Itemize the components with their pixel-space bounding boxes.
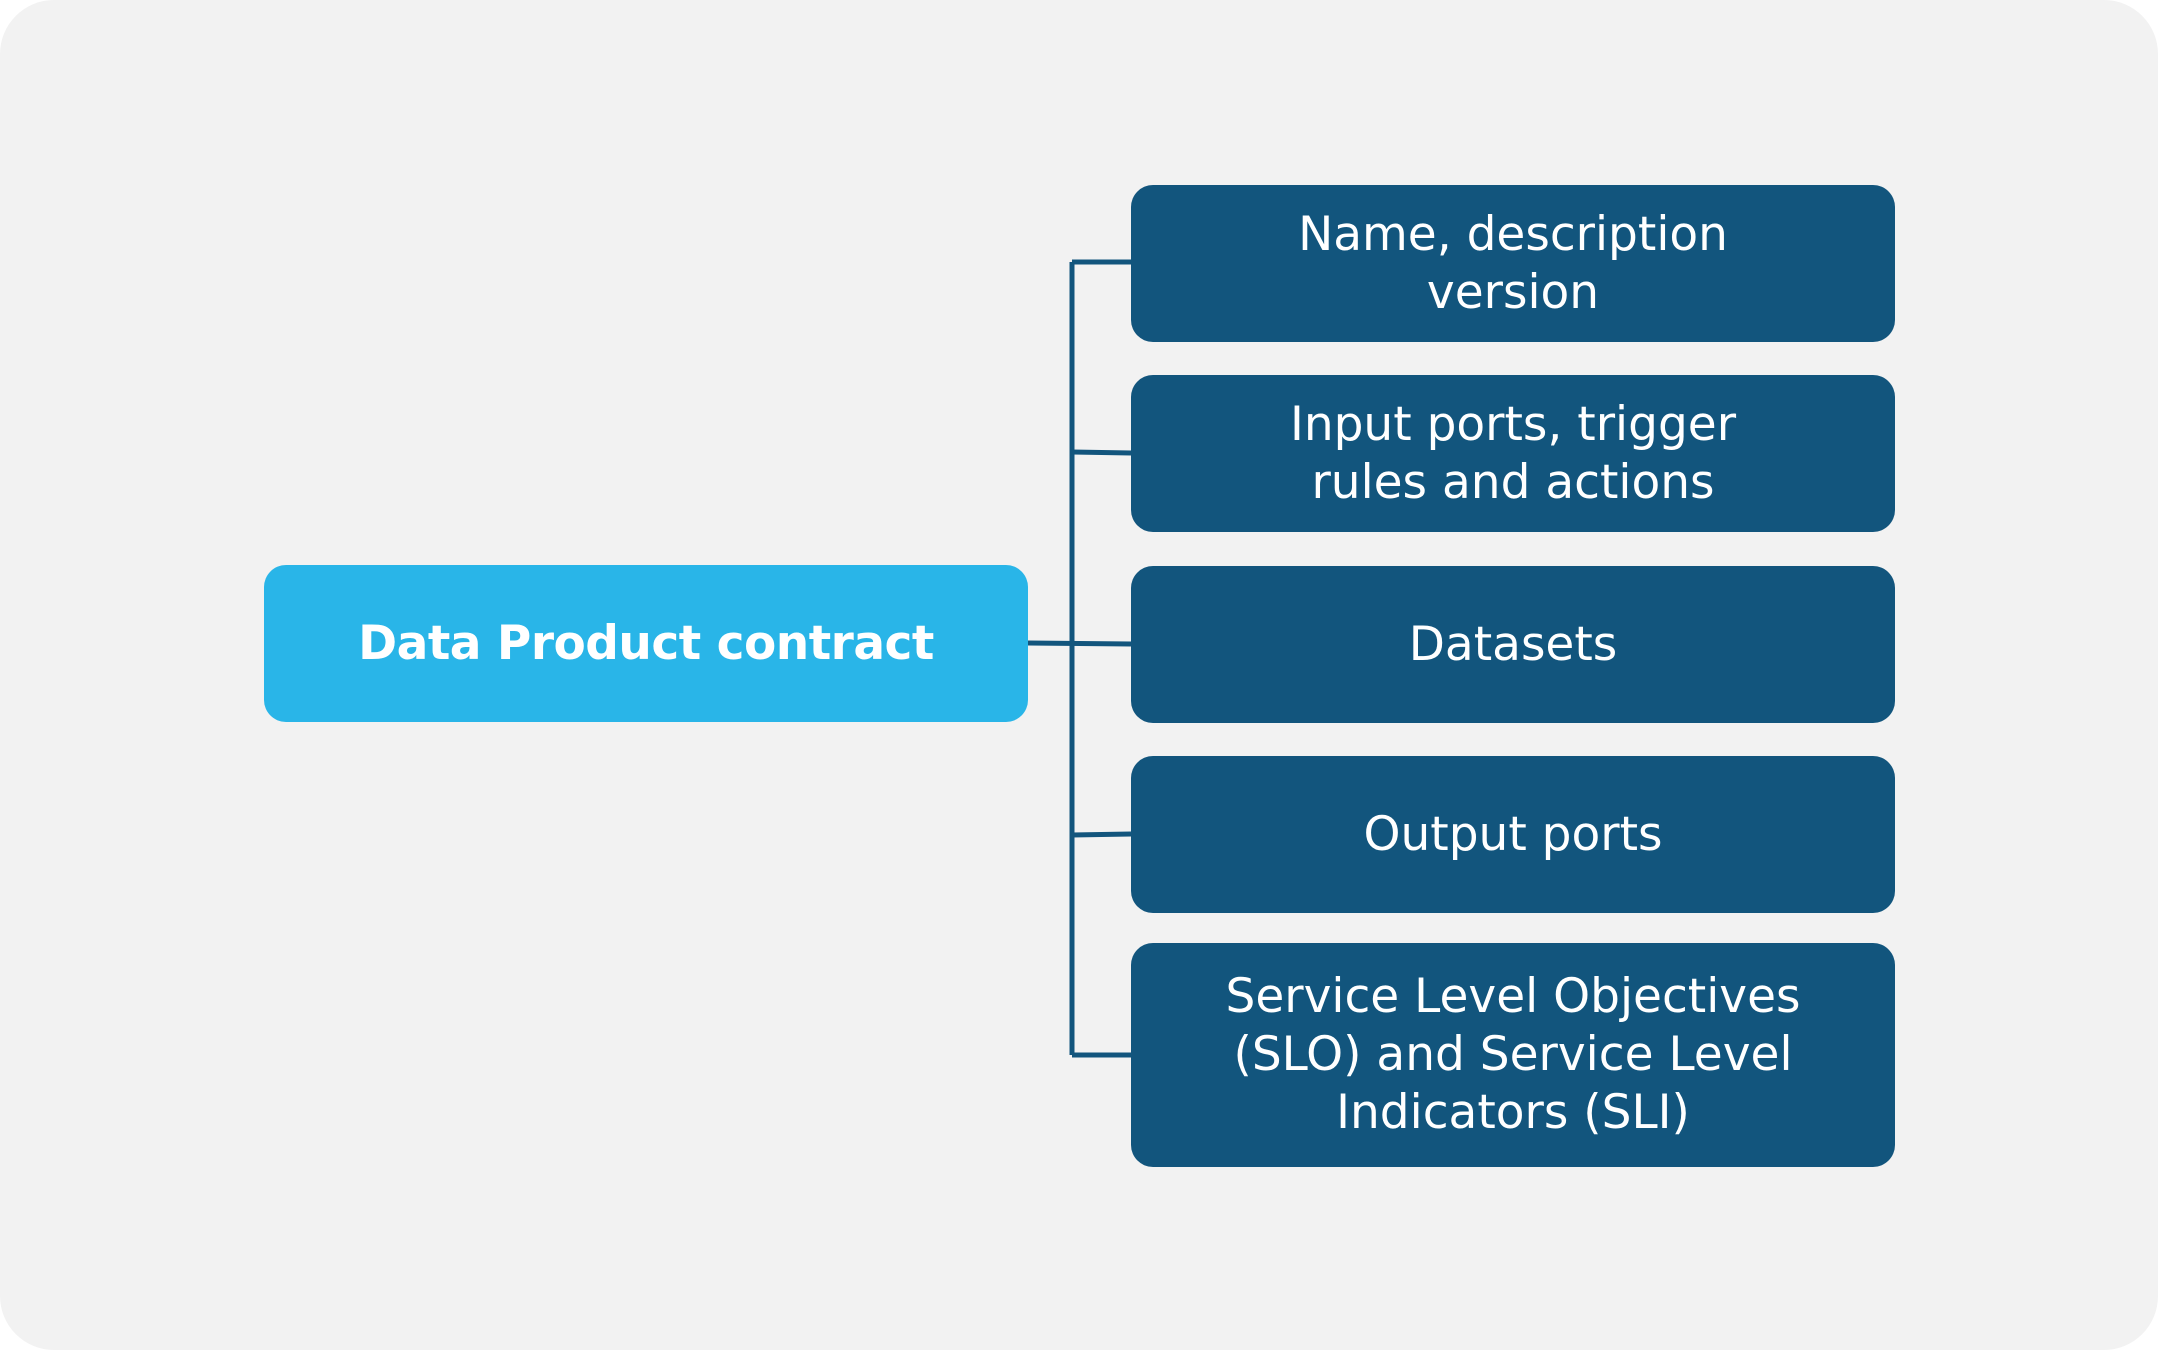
root-node: Data Product contract	[264, 565, 1028, 722]
connector-branch-2	[1071, 449, 1132, 456]
node-label: Input ports, trigger rules and actions	[1289, 396, 1737, 510]
node-name-description-version: Name, description version	[1131, 185, 1895, 342]
connector-branch-4	[1071, 831, 1132, 838]
node-slo-sli: Service Level Objectives (SLO) and Servi…	[1131, 943, 1895, 1167]
connector-root-to-trunk	[1027, 640, 1132, 647]
node-label: Name, description version	[1298, 206, 1728, 320]
node-datasets: Datasets	[1131, 566, 1895, 723]
node-input-ports: Input ports, trigger rules and actions	[1131, 375, 1895, 532]
root-node-label: Data Product contract	[358, 616, 934, 671]
node-label: Service Level Objectives (SLO) and Servi…	[1225, 969, 1801, 1140]
node-label: Output ports	[1363, 806, 1663, 862]
node-output-ports: Output ports	[1131, 756, 1895, 913]
node-label: Datasets	[1408, 616, 1618, 672]
